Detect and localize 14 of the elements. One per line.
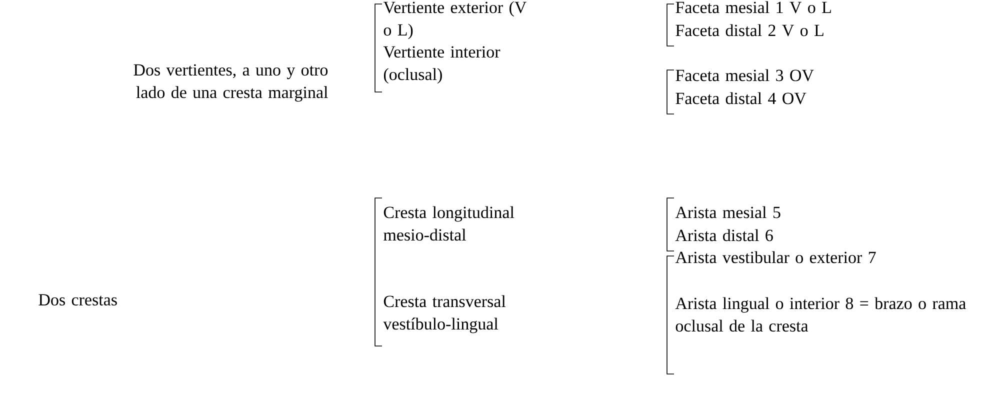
- item-text: Arista lingual o interior 8 = brazo o rama oclusal de la cresta: [675, 297, 966, 332]
- item-text: Faceta distal 4 OV: [676, 92, 806, 104]
- subcategory-text: Vertiente interior (oclusal): [383, 46, 500, 84]
- item-text: Arista vestibular o exterior 7: [675, 251, 876, 264]
- subcategory-text: Cresta transversal vestíbulo-lingual: [383, 295, 506, 334]
- category-text: Dos crestas: [38, 294, 117, 306]
- category-text: Dos vertientes, a uno y otro lado de una cresta marginal: [134, 64, 328, 102]
- item-text: Faceta distal 2 V o L: [676, 24, 824, 36]
- item-text: Faceta mesial 1 V o L: [676, 1, 831, 14]
- item-text: Arista distal 6: [675, 229, 773, 242]
- subcategory-text: Vertiente exterior (V o L): [383, 1, 527, 40]
- item-text: Faceta mesial 3 OV: [676, 69, 814, 82]
- subcategory-text: Cresta longitudinal mesio-distal: [384, 206, 514, 241]
- item-text: Arista mesial 5: [675, 206, 780, 218]
